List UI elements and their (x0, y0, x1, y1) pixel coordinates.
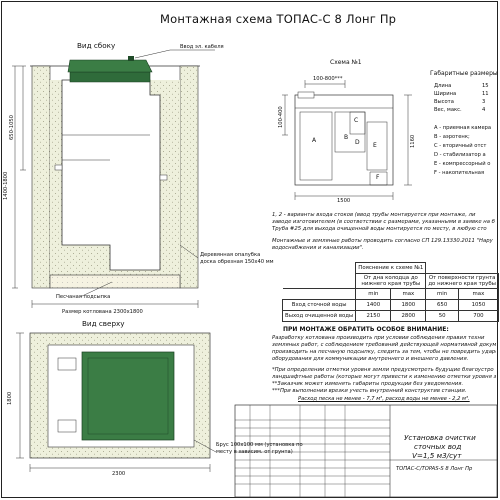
scheme-left-dim: 100-400 (278, 106, 284, 128)
attention-line: Разработку котлована производить при усл… (272, 335, 485, 341)
snip-line: Монтажные и земляные работы проводить со… (272, 238, 493, 244)
side-view-drawing (12, 49, 215, 308)
legend-item-f: F - накопительная (434, 170, 485, 176)
legend-item-e: E - компрессорный о (434, 161, 491, 167)
table-sub-row: min max min max (282, 288, 499, 300)
table-cell: 2150 (355, 310, 392, 322)
dim-width-label: Ширина (434, 91, 457, 97)
table-cell: 1050 (457, 299, 499, 311)
cable-inlet-label: Ввод эл. кабеля (180, 44, 224, 50)
note-line: заводе изготовителем (в соответствии с р… (272, 219, 495, 225)
snip-line: водоснабжения и канализации". (272, 245, 364, 251)
sand-bed-label: Песчаная подсыпка (56, 294, 111, 300)
table-row: Выход очищенной воды 2150 2800 50 700 (281, 310, 499, 322)
stamp-product-line-1: Установка очистки (404, 433, 476, 442)
dim-length-value: 15 (482, 83, 489, 89)
scheme-1-drawing (282, 80, 412, 200)
legend-item-c: C - вторичный отст (434, 143, 487, 149)
sub-max-a: max (390, 288, 427, 300)
sand-water-consumption: Расход песка не менее - 7,7 м³, расход в… (298, 396, 470, 402)
dim-height-value: 3 (482, 99, 486, 105)
sub-min-b: min (425, 288, 459, 300)
table-cell: 50 (425, 310, 459, 322)
stamp-product-line-2: сточных вод (414, 442, 462, 451)
attention-line: *При определении отметки уровня земли пр… (272, 367, 494, 373)
side-depth-dim: 1400-1800 (3, 171, 9, 200)
scheme-inlet-dim: 100-800*** (313, 76, 343, 82)
sub-min-a: min (355, 288, 392, 300)
table-caption: Пояснение к схеме №1 (355, 262, 427, 274)
attention-block-2: *При определении отметки уровня земли пр… (272, 367, 496, 395)
sub-max-b: max (457, 288, 499, 300)
stamp-code: ТОПАС-С/TOPAS-S 8 Лонг Пр (396, 466, 473, 472)
formwork-label-2: доска обрезная 150х40 мм (200, 259, 274, 265)
scheme-letter-d: D (355, 139, 360, 146)
legend-item-b: B - аэротенк; (434, 134, 470, 140)
table-caption-row: Пояснение к схеме №1 (283, 262, 499, 274)
side-inlet-dim: 650-1050 (9, 115, 15, 140)
row-label: Выход очищенной воды (281, 310, 357, 322)
table-cell: 1800 (390, 299, 427, 311)
table-cell: 2800 (390, 310, 427, 322)
attention-line: ***При выполнении врезки учесть внутренн… (272, 388, 467, 394)
top-view-drawing (16, 332, 217, 472)
attention-line: ландшафтные работы (которые могут привес… (272, 374, 496, 380)
attention-heading: ПРИ МОНТАЖЕ ОБРАТИТЬ ОСОБОЕ ВНИМАНИЕ: (283, 326, 449, 333)
stamp-product-line-3: V=1,5 м3/сут (412, 451, 462, 460)
scheme-label: Схема №1 (330, 59, 362, 66)
top-view-label: Вид сверху (82, 319, 125, 328)
formwork-label-1: Деревянная опалубка (200, 252, 261, 258)
note-line: Труба #25 для выхода очищенной воды монт… (272, 226, 487, 232)
attention-line: производить на песчаную подсыпку, следит… (272, 349, 496, 355)
table-cell: 650 (425, 299, 459, 311)
attention-line: **Заказчик может изменять габариты проду… (272, 381, 464, 387)
row-label: Вход сточной воды (281, 299, 357, 311)
attention-block-1: Разработку котлована производить при усл… (272, 335, 496, 363)
scheme-letter-b: B (344, 134, 349, 141)
dim-weight-value: 4 (482, 107, 486, 113)
dim-height-label: Высота (434, 99, 454, 105)
scheme-letter-f: F (376, 174, 380, 181)
attention-line: оборудования для коммуникации внутреннег… (272, 356, 469, 362)
legend-item-d: D - стабилизатор а (434, 152, 486, 158)
beam-label-1: Брус 100х100 мм (установка по (216, 442, 303, 448)
dimensions-heading: Габаритные размеры (430, 70, 498, 77)
note-line: 1, 2 - варианты входа стоков (ввод трубы… (272, 212, 476, 218)
scheme-letter-c: C (354, 117, 359, 124)
attention-line: земляных работ, с соблюдением требований… (272, 342, 496, 348)
table-cell: 700 (457, 310, 499, 322)
notes-block: 1, 2 - варианты входа стоков (ввод трубы… (272, 212, 496, 233)
side-view-label: Вид сбоку (77, 41, 116, 50)
legend-item-a: A - приемная камера (434, 125, 492, 131)
title-block-lines (234, 404, 498, 498)
dim-width-value: 11 (482, 91, 489, 97)
table-cell: 1400 (355, 299, 392, 311)
drawing-title: Монтажная схема ТОПАС-С 8 Лонг Пр (160, 12, 397, 26)
beam-label-2: месту в зависим. от грунта) (216, 449, 293, 455)
pit-size-label: Размер котлована 2300х1800 (62, 309, 143, 315)
table-row: Вход сточной воды 1400 1800 650 1050 (281, 299, 499, 311)
dim-weight-label: Вес, макс. (434, 107, 462, 113)
scheme-length-dim: 1500 (337, 198, 351, 204)
scheme-letter-a: A (312, 137, 317, 144)
snip-note-block: Монтажные и земляные работы проводить со… (272, 238, 496, 252)
scheme-height-dim: 1160 (410, 134, 416, 148)
scheme-letter-e: E (373, 142, 377, 149)
top-height-dim: 1800 (7, 391, 13, 405)
top-width-dim: 2300 (112, 471, 126, 477)
dim-length-label: Длина (434, 83, 452, 89)
